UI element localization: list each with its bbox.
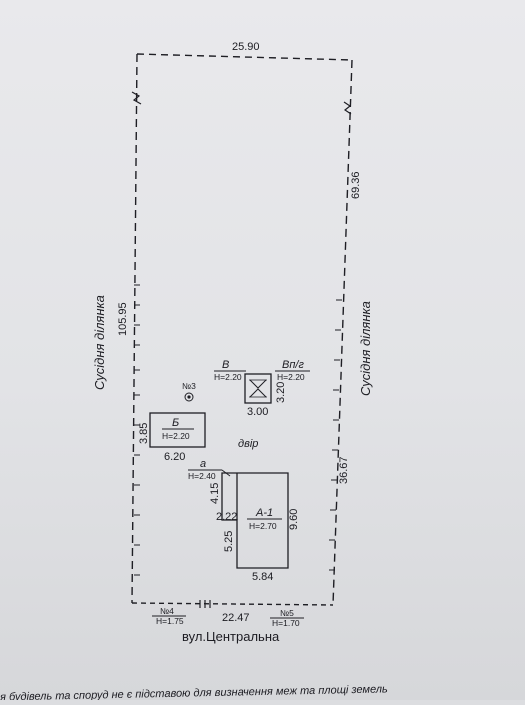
break-mark-left [131, 91, 142, 105]
yard-label: двір [238, 438, 258, 450]
neighbor-right-label: Сусідня ділянка [358, 301, 373, 396]
right-boundary-ticks [329, 299, 342, 571]
building-vpg-name: Вп/г [282, 359, 304, 371]
building-v: В H=2.20 [214, 359, 246, 382]
boundary-right [332, 59, 353, 606]
break-mark-right [343, 101, 352, 115]
street-label: вул.Центральна [182, 629, 280, 644]
building-vpg-depth: 3.20 [275, 382, 287, 403]
dim-top: 25.90 [232, 41, 260, 53]
well-3-name: №3 [182, 381, 196, 391]
building-vpg: Вп/г H=2.20 3.00 3.20 [244, 359, 310, 418]
fence-5-height: H=1.70 [272, 618, 300, 628]
boundary-left [131, 53, 138, 604]
building-a1-height: H=2.70 [249, 521, 277, 531]
building-b-width: 6.20 [164, 451, 185, 463]
building-vpg-height: H=2.20 [277, 372, 305, 382]
fence-4: №4 H=1.75 [152, 606, 186, 626]
building-vpg-width: 3.00 [247, 406, 268, 418]
building-a1-left-lower: 5.25 [223, 531, 235, 552]
building-b-outline [149, 412, 206, 448]
building-a1-depth: 9.60 [288, 509, 300, 530]
building-vpg-outline [244, 373, 272, 404]
building-b-name: Б [172, 417, 179, 429]
building-a1-name: А-1 [255, 507, 273, 519]
left-boundary-ticks [134, 284, 140, 576]
break-marks [131, 91, 352, 608]
neighbor-left-label: Сусідня ділянка [92, 295, 107, 390]
building-a1-step: 2.22 [216, 511, 237, 523]
dim-right-lower: 36.67 [338, 456, 350, 484]
building-v-name: В [222, 359, 229, 371]
footer-note: я будівель та споруд не є підставою для … [0, 683, 388, 700]
fence-4-height: H=1.75 [156, 616, 184, 626]
dim-left: 105.95 [117, 302, 129, 336]
boundary-bottom [131, 602, 334, 606]
building-a1-outline [221, 472, 289, 569]
fence-4-name: №4 [160, 606, 174, 616]
building-a1-width: 5.84 [252, 571, 273, 583]
well-icon [184, 392, 194, 402]
building-a-name: а [200, 458, 206, 470]
boundary-top [136, 53, 353, 61]
fence-5-name: №5 [280, 608, 294, 618]
dim-right-upper: 69.36 [350, 171, 362, 199]
building-a1: а H=2.40 4.15 2.22 А-1 H=2.70 5.25 9.60 … [188, 458, 300, 583]
building-a-depth: 4.15 [209, 483, 221, 504]
plot-boundary [131, 53, 353, 606]
building-b: Б H=2.20 6.20 3.85 [138, 412, 206, 463]
building-v-height: H=2.20 [214, 372, 242, 382]
building-b-height: H=2.20 [162, 431, 190, 441]
well-3: №3 [182, 381, 196, 402]
dim-bottom: 22.47 [222, 612, 250, 624]
building-vpg-cross-icon [249, 379, 267, 398]
building-b-depth: 3.85 [138, 423, 150, 444]
building-a-height: H=2.40 [188, 471, 216, 481]
fence-5: №5 H=1.70 [270, 608, 304, 628]
